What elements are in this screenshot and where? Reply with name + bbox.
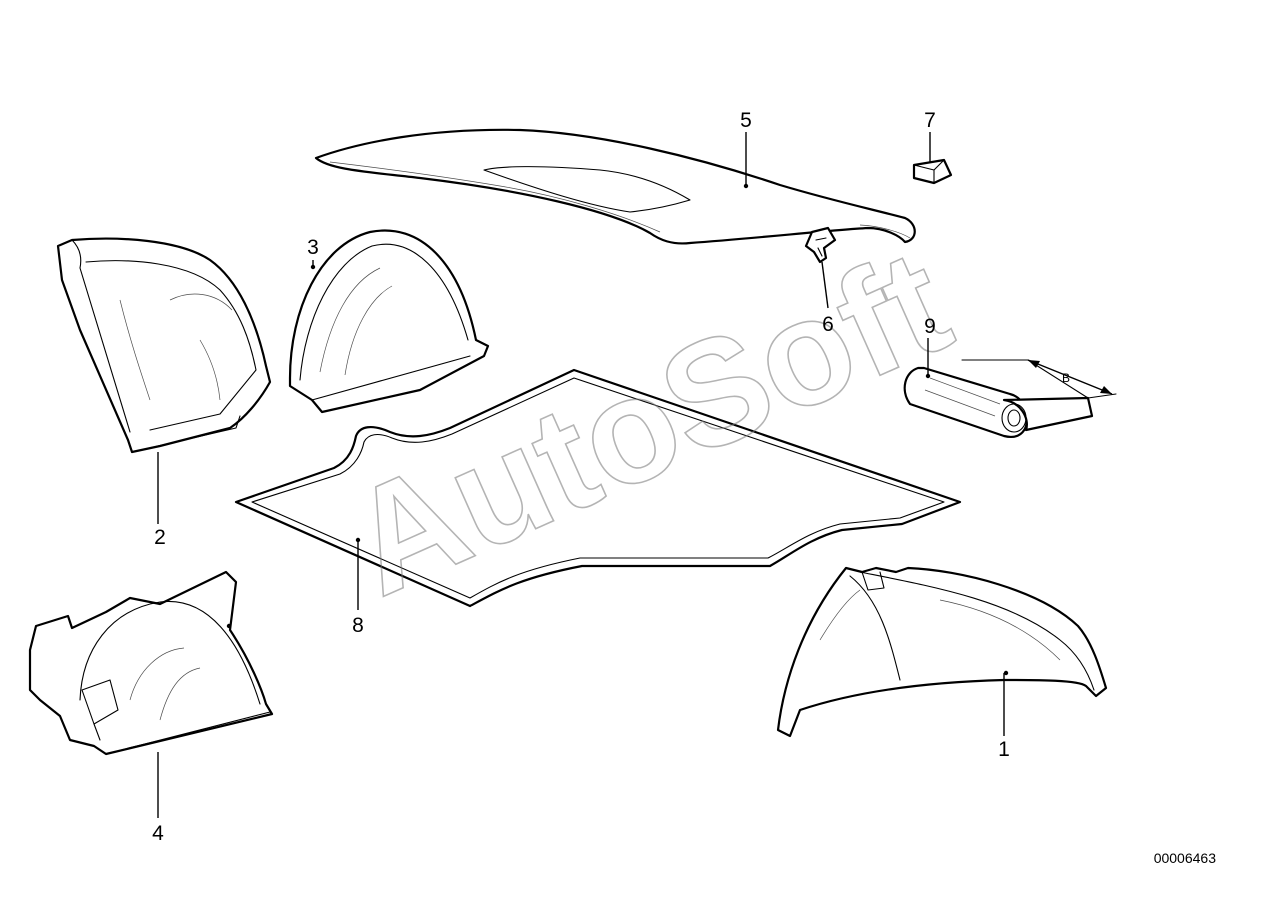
callout-8: 8 xyxy=(352,614,364,637)
dimension-b: B xyxy=(1027,359,1117,399)
part-6-clip xyxy=(804,226,837,264)
callout-6: 6 xyxy=(822,313,834,336)
part-8-floor-mat xyxy=(234,368,962,608)
callout-7: 7 xyxy=(924,109,936,132)
leader-lines xyxy=(157,132,1005,818)
part-7-block xyxy=(912,158,953,185)
callout-4: 4 xyxy=(152,822,164,845)
callout-1: 1 xyxy=(998,738,1010,761)
callouts: 5 7 3 6 9 2 8 1 4 xyxy=(152,109,1010,845)
callout-2: 2 xyxy=(154,526,166,549)
part-4-wheel-arch-panel xyxy=(28,570,274,756)
part-9-insulation-roll xyxy=(903,359,1094,438)
part-3-wheel-arch-cover xyxy=(288,229,490,414)
callout-3: 3 xyxy=(307,236,319,259)
callout-9: 9 xyxy=(924,315,936,338)
part-2-side-trim-panel xyxy=(56,237,272,454)
callout-5: 5 xyxy=(740,109,752,132)
reference-number: 00006463 xyxy=(1154,850,1217,866)
part-5-shelf-trim xyxy=(314,128,916,245)
dimension-label: B xyxy=(1062,371,1070,385)
part-1-wheel-arch-trim xyxy=(776,566,1108,738)
